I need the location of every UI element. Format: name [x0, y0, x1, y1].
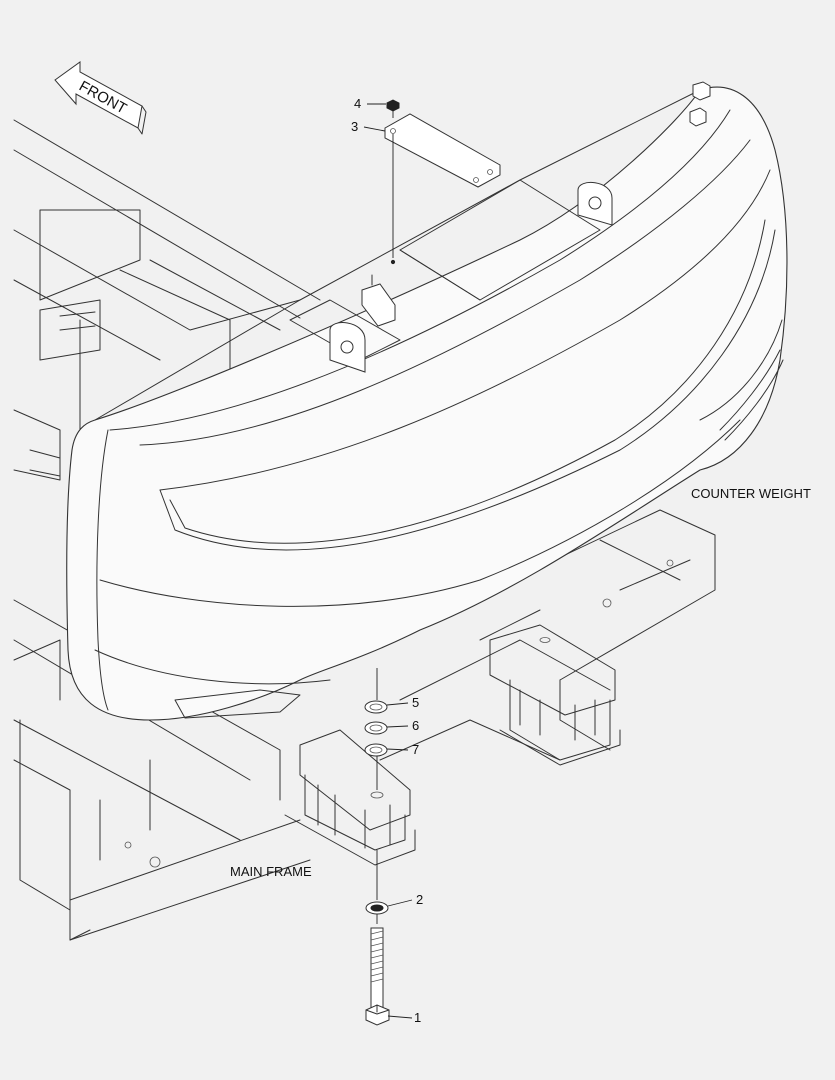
- main-frame-label: MAIN FRAME: [230, 864, 312, 879]
- part-2-washer: [365, 901, 389, 924]
- callout-2: 2: [416, 892, 423, 907]
- part-3-cover-plate: [384, 113, 501, 265]
- part-1-bolt: [365, 927, 390, 1026]
- counter-weight-label: COUNTER WEIGHT: [691, 486, 811, 501]
- part-6-washer: [364, 721, 388, 735]
- callout-leaders: [363, 103, 413, 1019]
- part-7-washer: [364, 743, 388, 757]
- front-arrow: FRONT: [54, 61, 147, 135]
- part-5-washer: [364, 700, 388, 714]
- part-4-screw: [386, 99, 400, 118]
- main-frame: [13, 119, 716, 941]
- callout-4: 4: [354, 96, 361, 111]
- washer-stack: [364, 668, 388, 900]
- callout-5: 5: [412, 695, 419, 710]
- callout-3: 3: [351, 119, 358, 134]
- callout-7: 7: [412, 742, 419, 757]
- callout-6: 6: [412, 718, 419, 733]
- callout-1: 1: [414, 1010, 421, 1025]
- counter-weight: [66, 81, 788, 721]
